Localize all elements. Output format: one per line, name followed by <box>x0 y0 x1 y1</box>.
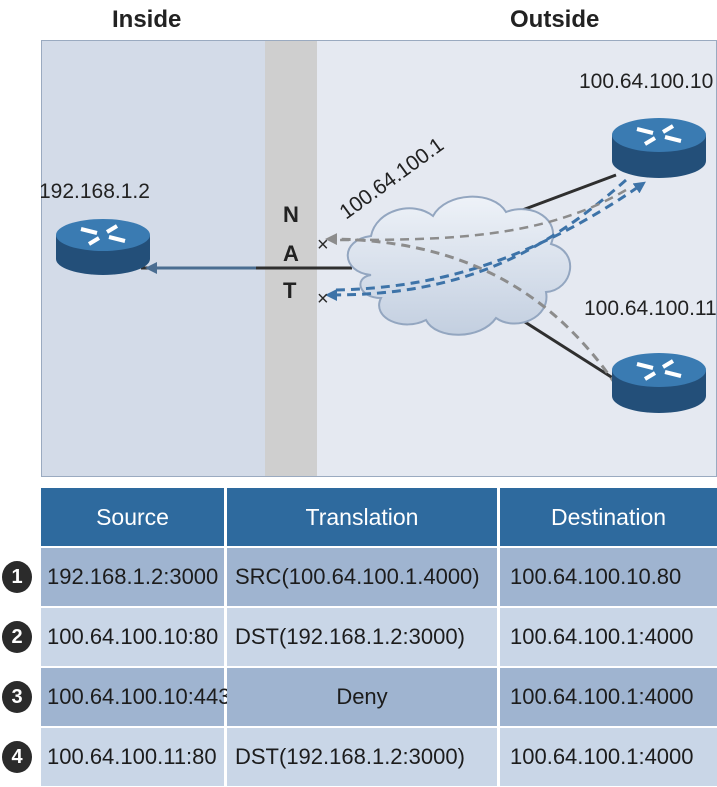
row-number-badge: 2 <box>2 621 32 653</box>
translation-cell: Deny <box>227 668 497 726</box>
outside-zone-label: Outside <box>510 6 600 33</box>
table-row: 1 192.168.1.2:3000 SRC(100.64.100.1.4000… <box>0 548 717 606</box>
router-icon <box>612 118 706 178</box>
header-destination: Destination <box>500 488 717 546</box>
destination-cell: 100.64.100.1:4000 <box>500 668 717 726</box>
source-cell: 100.64.100.11:80 <box>41 728 224 786</box>
translation-cell: DST(192.168.1.2:3000) <box>227 608 497 666</box>
table-row: 4 100.64.100.11:80 DST(192.168.1.2:3000)… <box>0 728 717 786</box>
table-row: 2 100.64.100.10:80 DST(192.168.1.2:3000)… <box>0 608 717 666</box>
header-source: Source <box>41 488 224 546</box>
router-icon <box>56 219 150 275</box>
table-header-row: Source Translation Destination <box>0 488 717 546</box>
destination-cell: 100.64.100.10.80 <box>500 548 717 606</box>
translation-cell: DST(192.168.1.2:3000) <box>227 728 497 786</box>
remote-host-1-ip: 100.64.100.10 <box>579 70 713 93</box>
nat-translation-table: Source Translation Destination 1 192.168… <box>0 488 717 787</box>
flow-blue-out <box>335 181 646 292</box>
inside-host-ip: 192.168.1.2 <box>41 180 150 203</box>
cloud-icon <box>346 195 571 336</box>
row-number-badge: 3 <box>2 681 32 713</box>
blocked-x-icon: × <box>317 234 329 256</box>
blocked-x-icon: × <box>317 288 329 310</box>
remote-host-2-ip: 100.64.100.11 <box>584 297 717 320</box>
flow-blue-in <box>325 178 627 301</box>
router-icon <box>612 353 706 413</box>
link-remote1 <box>508 173 617 217</box>
source-cell: 100.64.100.10:443 <box>41 668 231 726</box>
flow-gray-from-remote2 <box>325 233 618 386</box>
inside-zone-label: Inside <box>112 6 182 33</box>
destination-cell: 100.64.100.1:4000 <box>500 728 717 786</box>
header-translation: Translation <box>227 488 497 546</box>
destination-cell: 100.64.100.1:4000 <box>500 608 717 666</box>
table-row: 3 100.64.100.10:443 Deny 100.64.100.1:40… <box>0 668 717 726</box>
nat-diagram: × × 192.168.1.2 100.64.100.1 100.64.100.… <box>41 40 717 477</box>
nat-letter: A <box>283 241 299 266</box>
flow-gray-from-remote1 <box>330 188 627 242</box>
row-number-badge: 1 <box>2 561 32 593</box>
nat-band <box>265 40 317 477</box>
nat-letter: N <box>283 202 299 227</box>
translation-cell: SRC(100.64.100.1.4000) <box>227 548 497 606</box>
source-cell: 100.64.100.10:80 <box>41 608 224 666</box>
nat-letter: T <box>283 278 297 303</box>
row-number-badge: 4 <box>2 741 32 773</box>
source-cell: 192.168.1.2:3000 <box>41 548 224 606</box>
